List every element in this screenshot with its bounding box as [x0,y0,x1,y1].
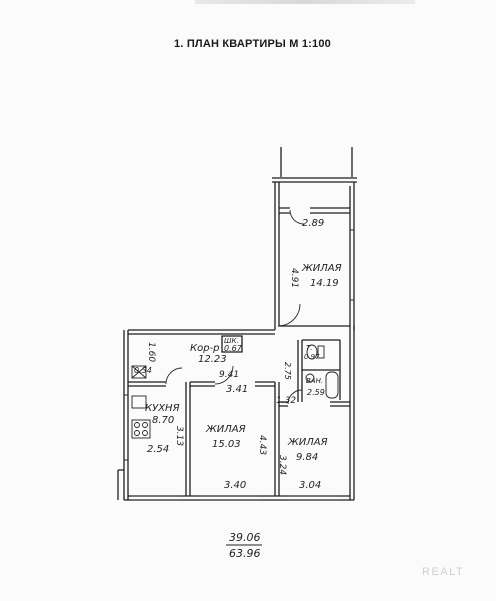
dimension-a: 9.41 [219,370,239,380]
area-totals: 39.06 63.96 [226,531,262,560]
room-area: 9.84 [296,452,318,463]
room-area: 8.70 [152,415,174,426]
room-name: ЖИЛАЯ [301,263,342,274]
dimension-width: 3.04 [299,480,321,491]
dimension-length: 4.91 [289,268,299,288]
dimension-b: 3.41 [226,384,248,395]
dimension-width: 2.54 [147,444,169,455]
room-name: ЖИЛАЯ [287,437,328,448]
room-living-top: ЖИЛАЯ 14.19 2.89 4.91 [289,218,342,289]
room-bathroom: ВАН. 2.59 [306,377,325,397]
niche-size: 0.34 [134,366,152,375]
room-name: КУХНЯ [145,403,180,414]
dimension-length: 3.13 [174,426,184,446]
room-name: ВАН. [306,377,323,385]
dimension-width: 2.89 [302,218,324,229]
hall-dimensions: 2.75 1.32 [276,362,296,406]
room-name: ШК. [224,337,239,345]
room-closet: ШК. 0.67 [224,337,243,353]
room-area: 0.67 [224,344,243,353]
dimension-hall-a: 2.75 [283,362,292,380]
room-corridor: Кор-р 12.23 1.60 9.41 3.41 [146,342,248,395]
fixtures [131,344,339,439]
plan-title: 1. ПЛАН КВАРТИРЫ М 1:100 [174,38,331,50]
room-area: 2.59 [307,388,325,397]
living-area-total: 39.06 [229,531,261,544]
dimension-length: 4.43 [257,435,267,455]
dimension-length: 3.24 [277,455,287,475]
total-area: 63.96 [229,547,261,560]
room-kitchen: 0.34 КУХНЯ 8.70 3.13 2.54 [134,366,184,455]
room-living-center: ЖИЛАЯ 15.03 4.43 3.40 [205,424,267,491]
scan-edge [195,0,415,4]
openings [124,209,354,501]
room-name: Кор-р [190,343,220,354]
dimension-hall-b: 1.32 [276,396,296,406]
room-name: ЖИЛАЯ [205,424,246,435]
room-area: 14.19 [310,278,339,289]
room-toilet: Т. 0.97 [304,344,320,361]
watermark: REALT [422,566,465,578]
dimension-length: 1.60 [146,342,156,362]
room-area: 15.03 [212,439,241,450]
room-area: 0.97 [304,353,320,361]
dimension-width: 3.40 [224,480,246,491]
room-area: 12.23 [198,354,227,365]
room-living-right: ЖИЛАЯ 9.84 3.24 3.04 [277,437,328,491]
room-name: Т. [306,344,313,352]
